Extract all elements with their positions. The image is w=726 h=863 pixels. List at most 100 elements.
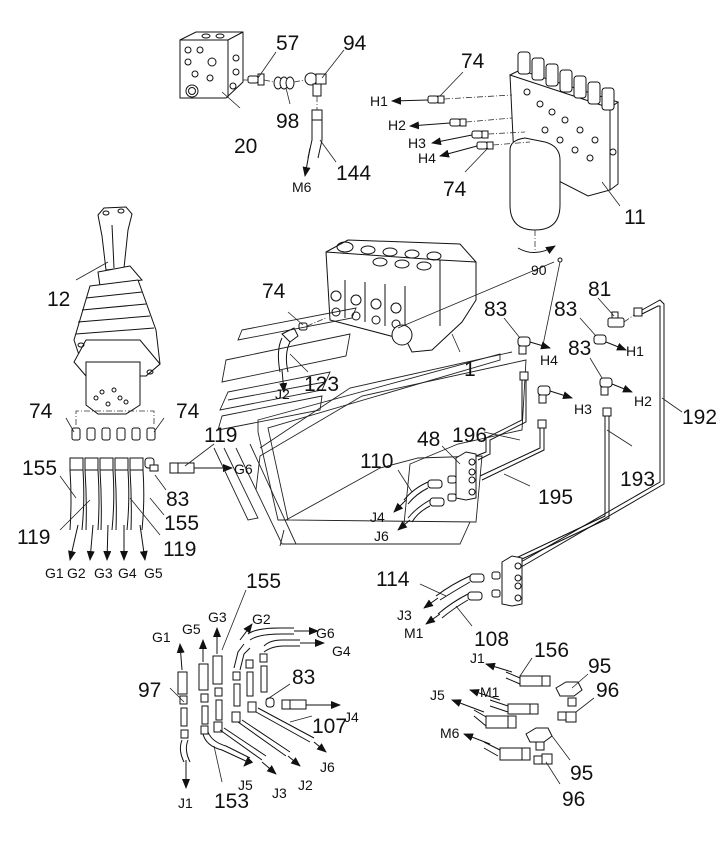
port-label-m6: M6 (292, 179, 312, 195)
main-control-valve-1[interactable] (325, 239, 477, 353)
port-label-g5: G5 (182, 621, 201, 637)
callout-96[interactable]: 96 (596, 679, 619, 702)
callout-155[interactable]: 155 (246, 570, 281, 593)
callout-1[interactable]: 1 (464, 358, 476, 381)
callout-83[interactable]: 83 (568, 337, 591, 360)
callout-74[interactable]: 74 (461, 50, 485, 73)
elbow-83-h2[interactable] (599, 377, 613, 396)
callout-98[interactable]: 98 (276, 110, 299, 133)
callout-83[interactable]: 83 (554, 298, 577, 321)
port-label-h1: H1 (370, 93, 388, 109)
hose-108-m1[interactable] (437, 591, 483, 619)
callout-155[interactable]: 155 (164, 512, 199, 535)
port-label-m6: M6 (440, 725, 460, 741)
tee-81[interactable] (607, 311, 625, 328)
port-label-h2: H2 (388, 117, 406, 133)
callout-48[interactable]: 48 (417, 428, 440, 451)
callout-123[interactable]: 123 (304, 373, 339, 396)
port-label-j3: J3 (397, 607, 412, 623)
elbow-83-h3[interactable] (537, 385, 551, 404)
port-label-j6: J6 (320, 759, 335, 775)
callout-20[interactable]: 20 (234, 135, 257, 158)
port-label-g1: G1 (45, 565, 64, 581)
manifold-block-48[interactable] (447, 451, 477, 502)
pipe-192[interactable] (513, 299, 665, 571)
hose-j6[interactable] (407, 497, 445, 523)
hose-assembly-bottom-right[interactable] (473, 671, 583, 765)
fitting-57[interactable] (247, 73, 265, 86)
callout-114[interactable]: 114 (376, 568, 410, 591)
callout-83[interactable]: 83 (166, 488, 189, 511)
callout-144[interactable]: 144 (336, 162, 371, 185)
port-label-g2: G2 (252, 611, 271, 627)
port-label-j1: J1 (470, 650, 485, 666)
callout-97[interactable]: 97 (138, 679, 161, 702)
callout-74[interactable]: 74 (262, 280, 286, 303)
callout-90[interactable]: 90 (531, 262, 547, 278)
callout-12[interactable]: 12 (47, 288, 70, 311)
accumulator[interactable] (509, 137, 561, 255)
swivel-98[interactable] (273, 76, 295, 90)
fitting-74-h3[interactable] (471, 130, 489, 139)
hose-bundle-155-119[interactable] (69, 457, 155, 531)
callout-196[interactable]: 196 (452, 424, 487, 447)
fitting-row-74[interactable] (71, 427, 156, 441)
callout-95[interactable]: 95 (588, 655, 611, 678)
port-label-j6: J6 (374, 528, 389, 544)
callout-74[interactable]: 74 (29, 400, 53, 423)
callout-192[interactable]: 192 (682, 406, 717, 429)
callout-156[interactable]: 156 (534, 639, 569, 662)
port-label-g1: G1 (152, 629, 171, 645)
callout-110[interactable]: 110 (360, 450, 393, 473)
fitting-74-h2[interactable] (449, 118, 467, 127)
fitting-74-h1[interactable] (427, 95, 445, 104)
callout-153[interactable]: 153 (214, 790, 249, 813)
hose-123[interactable] (277, 327, 299, 373)
callout-83[interactable]: 83 (292, 666, 315, 689)
callout-11[interactable]: 11 (624, 206, 646, 229)
callout-193[interactable]: 193 (620, 468, 655, 491)
callout-155[interactable]: 155 (22, 457, 57, 480)
port-label-h4: H4 (418, 150, 436, 166)
elbow-83-h4[interactable] (517, 336, 531, 355)
port-label-h1: H1 (626, 343, 644, 359)
callout-74[interactable]: 74 (443, 178, 467, 201)
callout-195[interactable]: 195 (538, 486, 573, 509)
port-label-h2: H2 (634, 393, 652, 409)
callout-74[interactable]: 74 (176, 400, 200, 423)
callout-119[interactable]: 119 (204, 424, 237, 447)
port-label-j2: J2 (298, 777, 313, 793)
port-label-g5: G5 (144, 565, 163, 581)
hose-114-j3[interactable] (435, 573, 485, 601)
port-label-g3: G3 (94, 565, 113, 581)
port-label-h3: H3 (408, 135, 426, 151)
port-label-m1: M1 (480, 684, 500, 700)
tee-fitting-94[interactable] (304, 72, 327, 97)
port-label-h4: H4 (540, 352, 558, 368)
callout-81[interactable]: 81 (588, 278, 611, 301)
fitting-74-h4[interactable] (476, 141, 494, 150)
callout-94[interactable]: 94 (343, 32, 367, 55)
elbow-83-h1[interactable] (593, 334, 607, 345)
pipe-195[interactable] (479, 419, 547, 481)
joystick-12[interactable] (73, 206, 161, 415)
callout-107[interactable]: 107 (312, 715, 347, 738)
callout-119[interactable]: 119 (17, 526, 50, 549)
callout-83[interactable]: 83 (484, 298, 507, 321)
solenoid-row (517, 51, 615, 111)
manifold-block-lower[interactable] (491, 555, 523, 607)
callout-57[interactable]: 57 (276, 32, 299, 55)
pipe-196[interactable] (475, 371, 529, 461)
callout-108[interactable]: 108 (474, 628, 509, 651)
callout-119[interactable]: 119 (163, 538, 196, 561)
hose-assembly-bottom-center[interactable] (177, 627, 315, 763)
hose-110-j4[interactable] (403, 479, 443, 505)
valve-block-20[interactable] (179, 31, 244, 99)
hose-144[interactable] (307, 109, 323, 159)
callout-96[interactable]: 96 (562, 788, 585, 811)
port-label-g4: G4 (332, 643, 351, 659)
port-label-j3: J3 (272, 785, 287, 801)
callout-95[interactable]: 95 (570, 762, 593, 785)
port-label-j1: J1 (178, 795, 193, 811)
